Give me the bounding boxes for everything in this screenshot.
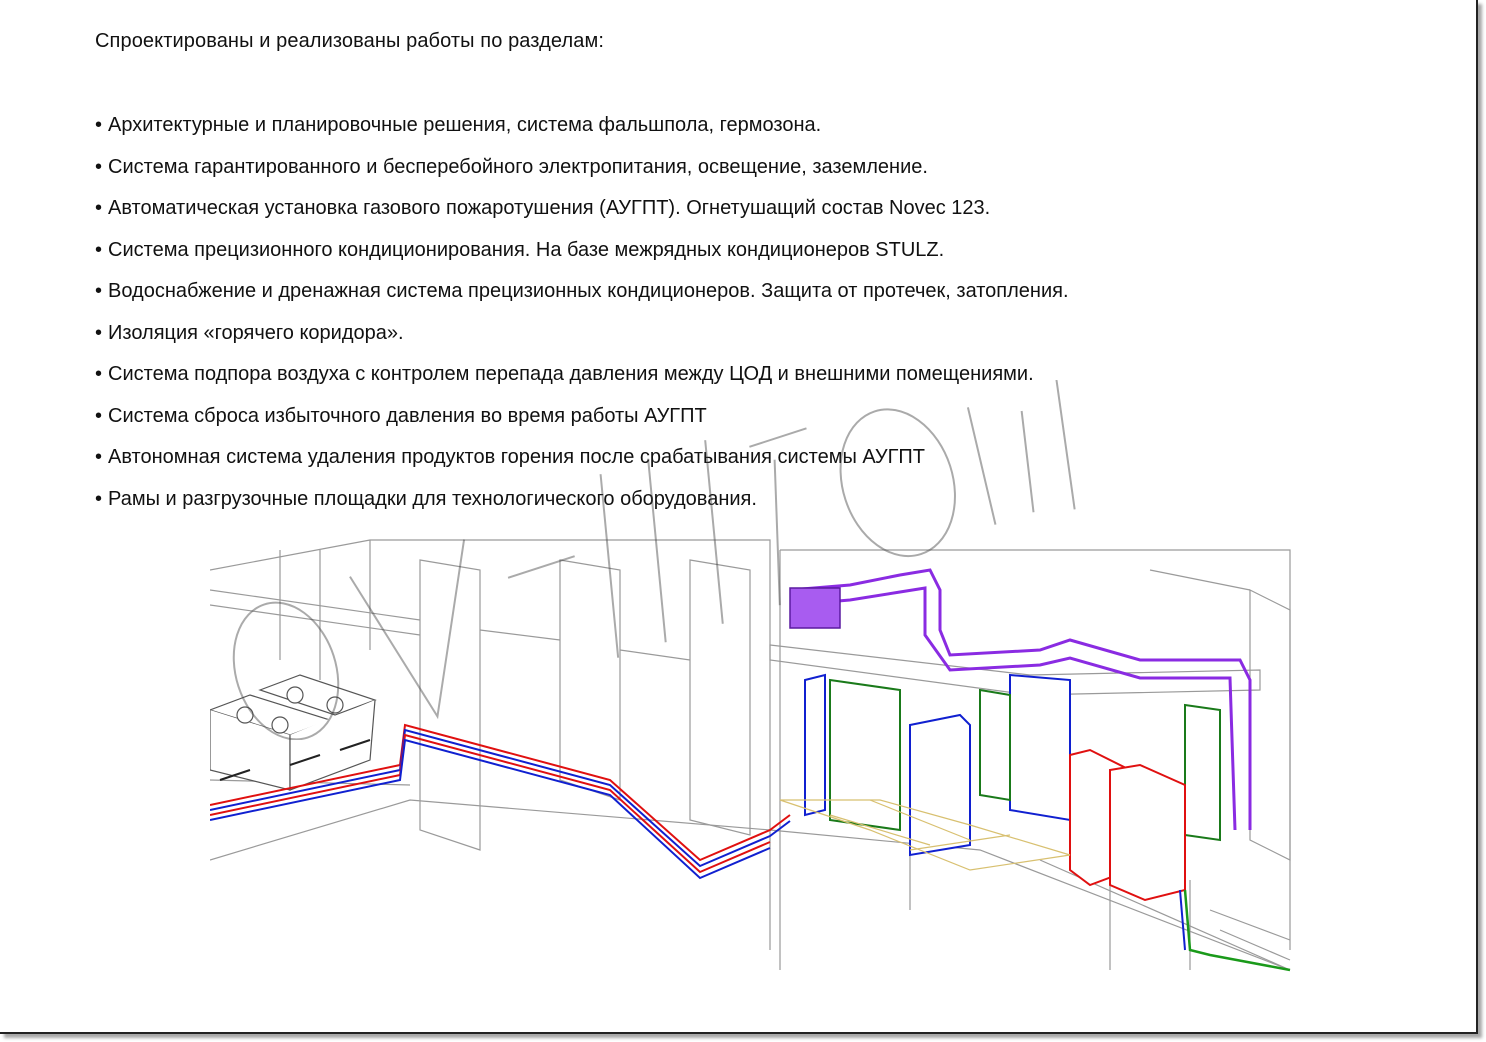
list-item: •Автономная система удаления продуктов г… [95, 446, 925, 468]
isometric-datacenter-drawing [210, 539, 1291, 972]
list-item: •Система подпора воздуха с контролем пер… [95, 363, 1034, 385]
works-list: •Архитектурные и планировочные решения, … [95, 111, 1069, 526]
list-item: •Система сброса избыточного давления во … [95, 404, 707, 427]
list-item: •Водоснабжение и дренажная система преци… [95, 280, 1069, 302]
list-item: •Архитектурные и планировочные решения, … [95, 114, 822, 136]
list-item: •Автоматическая установка газового пожар… [95, 197, 991, 219]
list-item: •Система прецизионного кондиционирования… [95, 238, 945, 261]
page-heading: Спроектированы и реализованы работы по р… [95, 30, 604, 52]
list-item: •Система гарантированного и бесперебойно… [95, 155, 928, 178]
list-item: •Рамы и разгрузочные площадки для технол… [95, 487, 757, 510]
list-item: •Изоляция «горячего коридора». [95, 321, 404, 344]
